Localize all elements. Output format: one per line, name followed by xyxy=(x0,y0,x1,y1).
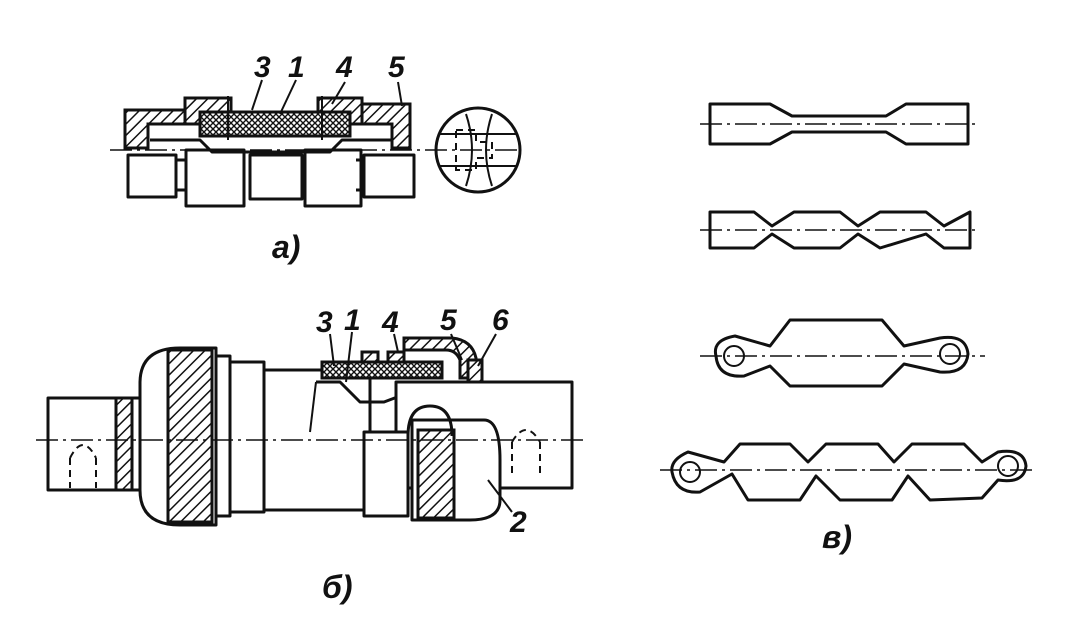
panel-b-label-6: 6 xyxy=(492,304,509,337)
panel-b-label-4: 4 xyxy=(381,306,399,339)
panel-b-label-5: 5 xyxy=(440,304,458,337)
panel-b-label-3: 3 xyxy=(316,306,333,339)
panel-a-label-1: 1 xyxy=(288,51,305,84)
panel-b-caption: б) xyxy=(322,569,352,605)
panel-v-caption: в) xyxy=(822,519,852,555)
panel-a-label-4: 4 xyxy=(335,51,353,84)
panel-b-label-1: 1 xyxy=(344,304,361,337)
panel-a-caption: a) xyxy=(272,229,300,265)
panel-a-drawing xyxy=(110,79,522,208)
panel-a-label-3: 3 xyxy=(254,51,271,84)
panel-b-drawing xyxy=(36,331,585,527)
panel-v-drawing xyxy=(660,102,1034,502)
panel-b-label-2: 2 xyxy=(509,506,527,539)
panel-a-label-5: 5 xyxy=(388,51,406,84)
